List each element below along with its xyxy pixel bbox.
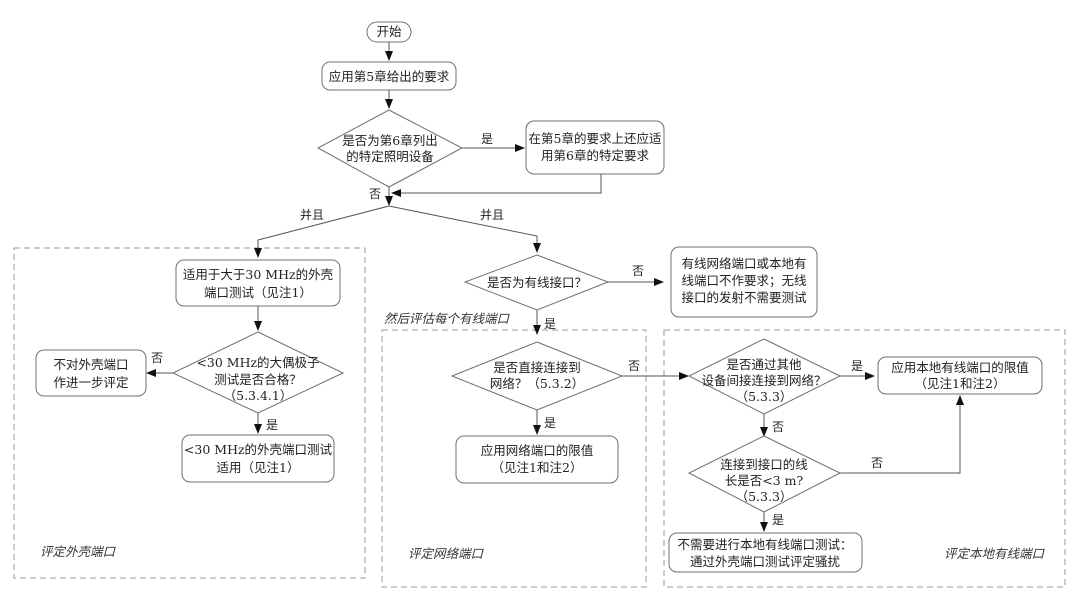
label-yes: 是	[266, 418, 278, 432]
node-text: 是否为第6章列出	[342, 133, 437, 148]
process-shape	[455, 435, 619, 484]
node-text: （5.3.4.1）	[224, 388, 293, 403]
node-start: 开始	[366, 21, 412, 43]
label-no: 否	[369, 187, 381, 201]
node-text: 在第5章的要求上还应适	[529, 131, 662, 146]
node-text: 适用于大于30 MHz的外壳	[183, 267, 333, 282]
node-text: <30 MHz的外壳端口测试	[184, 442, 333, 457]
node-text: 不对外壳端口	[53, 357, 128, 372]
decision-shape	[450, 341, 624, 411]
node-text: 是否通过其他	[726, 357, 802, 372]
node-text: 线端口不作要求；无线	[681, 273, 807, 288]
node-apply-local-limit: 应用本地有线端口的限值 （见注1和注2）	[877, 356, 1043, 395]
node-direct-network: 是否直接连接到 网络？（5.3.2）	[450, 341, 624, 411]
group-label-local: 评定本地有线端口	[944, 546, 1046, 561]
edge-cable-no	[840, 395, 964, 474]
node-text: （见注1和注2）	[492, 460, 583, 475]
terminal-shape	[366, 21, 412, 43]
label-no: 否	[871, 456, 883, 470]
node-text: 连接到接口的线	[720, 457, 808, 472]
node-no-further-eval: 不对外壳端口 作进一步评定	[35, 349, 147, 397]
node-apply-ch5: 应用第5章给出的要求	[321, 61, 457, 91]
decision-shape	[687, 338, 842, 415]
node-text: （5.3.3）	[736, 489, 793, 504]
decision-shape	[463, 254, 610, 311]
process-shape	[35, 349, 147, 397]
node-text: 有线网络端口或本地有	[681, 256, 806, 271]
group-network-port	[381, 329, 647, 588]
node-is-ch6-device: 是否为第6章列出 的特定照明设备	[316, 109, 464, 188]
connectors	[146, 42, 964, 532]
node-text: 端口测试（见注1）	[204, 285, 312, 300]
node-text: （5.3.3）	[736, 389, 793, 404]
node-text: 测试是否合格？	[214, 372, 302, 387]
group-local-wired-port	[663, 329, 1066, 588]
label-no: 否	[151, 351, 163, 365]
node-text: 应用网络端口的限值	[481, 443, 594, 458]
node-text: 开始	[376, 24, 402, 39]
node-text: 应用本地有线端口的限值	[891, 360, 1029, 375]
process-shape	[668, 532, 863, 573]
node-text: <30 MHz的大偶极子	[196, 355, 319, 370]
node-no-local-test: 不需要进行本地有线端口测试： 通过外壳端口测试评定骚扰	[668, 532, 863, 573]
node-text: 接口的发射不需要测试	[681, 290, 807, 305]
label-yes: 是	[544, 416, 556, 430]
process-shape	[175, 259, 341, 307]
process-shape	[181, 434, 335, 483]
node-text: 是否直接连接到	[493, 360, 581, 375]
label-yes: 是	[544, 317, 556, 331]
label-no: 否	[628, 359, 640, 373]
node-text: 是否为有线接口？	[487, 275, 587, 290]
label-no: 否	[772, 420, 784, 434]
node-dipole-test: <30 MHz的大偶极子 测试是否合格？ （5.3.4.1）	[171, 331, 345, 414]
process-shape	[670, 246, 818, 318]
group-label-enclosure: 评定外壳端口	[40, 544, 117, 559]
process-shape	[877, 356, 1043, 395]
label-and: 并且	[300, 208, 324, 222]
edge-ch6-merge	[391, 174, 602, 197]
node-no-wired-req: 有线网络端口或本地有 线端口不作要求；无线 接口的发射不需要测试	[670, 246, 818, 318]
label-and: 并且	[480, 208, 504, 222]
process-shape	[525, 120, 665, 175]
node-text: 网络？（5.3.2）	[490, 376, 584, 391]
label-yes: 是	[481, 132, 493, 146]
label-yes: 是	[772, 513, 784, 527]
label-yes: 是	[851, 359, 863, 373]
label-no: 否	[632, 264, 644, 278]
edge-split-left	[254, 205, 390, 258]
decision-shape	[687, 435, 842, 513]
node-text: 适用（见注1）	[217, 460, 300, 475]
decision-shape	[171, 331, 345, 414]
node-text: （见注1和注2）	[915, 376, 1006, 391]
group-enclosure-port	[13, 247, 366, 579]
node-text: 通过外壳端口测试评定骚扰	[690, 554, 841, 569]
node-apply-ch6: 在第5章的要求上还应适 用第6章的特定要求	[525, 120, 665, 175]
node-text: 应用第5章给出的要求	[329, 69, 450, 84]
node-is-wired: 是否为有线接口？	[463, 254, 610, 311]
node-apply-network-limit: 应用网络端口的限值 （见注1和注2）	[455, 435, 619, 484]
node-text: 不需要进行本地有线端口测试：	[677, 537, 852, 552]
node-text: 的特定照明设备	[346, 149, 434, 164]
node-text: 作进一步评定	[53, 375, 128, 390]
node-text: 设备间接连接到网络？	[701, 373, 826, 388]
group-label-each-wired: 然后评估每个有线端口	[384, 311, 511, 326]
edge-split-right	[388, 205, 541, 253]
node-indirect-network: 是否通过其他 设备间接连接到网络？ （5.3.3）	[687, 338, 842, 415]
node-enclosure-below30: <30 MHz的外壳端口测试 适用（见注1）	[181, 434, 335, 483]
node-text: 用第6章的特定要求	[541, 148, 649, 163]
node-text: 长是否<3 m?	[725, 473, 804, 488]
process-shape	[321, 61, 457, 91]
decision-shape	[316, 109, 464, 188]
node-cable-length: 连接到接口的线 长是否<3 m? （5.3.3）	[687, 435, 842, 513]
group-label-network: 评定网络端口	[408, 546, 485, 561]
node-enclosure-above30: 适用于大于30 MHz的外壳 端口测试（见注1）	[175, 259, 341, 307]
